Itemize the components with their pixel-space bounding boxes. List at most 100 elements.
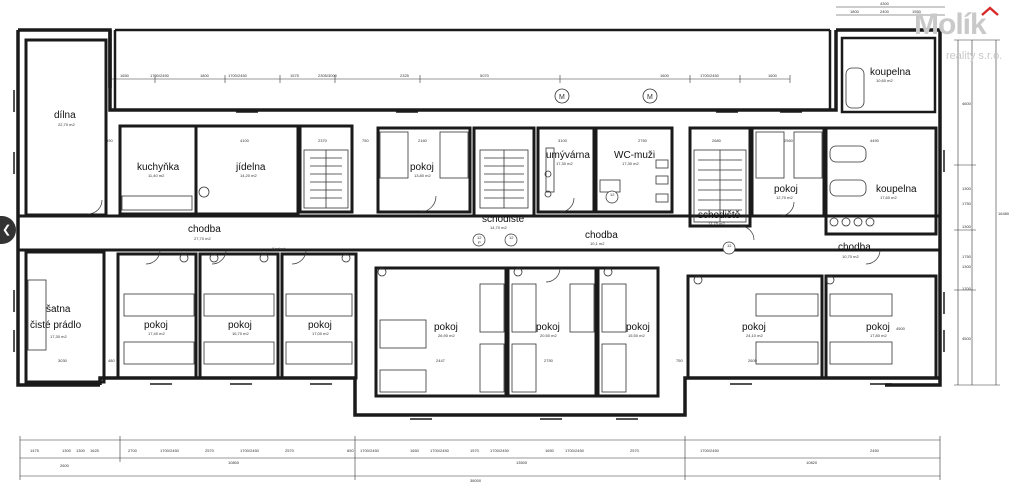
dim-bot1-9: 650 bbox=[347, 448, 354, 453]
dim-top-6: 2325 bbox=[400, 73, 410, 78]
dim-int-3: 3030 bbox=[58, 358, 68, 363]
room-pokoj-b4-label: pokoj bbox=[434, 322, 458, 333]
room-pokoj-b7-label: pokoj bbox=[742, 322, 766, 333]
dim-int-10: 4100 bbox=[240, 138, 250, 143]
room-wc-muzi-label: WC-muži bbox=[614, 150, 655, 161]
room-kuchynka-label: kuchyňka bbox=[137, 162, 180, 173]
room-pokoj-top2-label: pokoj bbox=[774, 184, 798, 195]
room-schodiste-1-label: schodiště bbox=[482, 214, 525, 225]
dim-bot1-12: 1700/2450 bbox=[430, 448, 450, 453]
door-marker-3: 12 bbox=[610, 192, 615, 197]
room-wc-muzi-area: 17,30 m2 bbox=[622, 161, 639, 166]
room-chodba-2-label: chodba bbox=[585, 230, 618, 241]
room-pokoj-b1-label: pokoj bbox=[144, 320, 168, 331]
dim-top-1: 1700/2450 bbox=[150, 73, 170, 78]
dimension-lines bbox=[20, 6, 997, 477]
dim-int-12: 750 bbox=[362, 138, 369, 143]
dim-bot1-3: 1625 bbox=[90, 448, 100, 453]
dim-right-3: 1300 bbox=[962, 224, 972, 229]
dim-top-4: 1575 bbox=[290, 73, 300, 78]
dim-right-5: 1300 bbox=[962, 264, 972, 269]
room-pokoj-b6-area: 15,50 m2 bbox=[628, 333, 645, 338]
top-bay bbox=[113, 28, 937, 114]
dim-top-0: 1650 bbox=[120, 73, 130, 78]
meter-label-1: M bbox=[559, 94, 565, 101]
dim-bot1-19: 2450 bbox=[870, 448, 880, 453]
dim-right-4: 1750 bbox=[962, 254, 972, 259]
room-pokoj-top1-area: 13,80 m2 bbox=[414, 173, 431, 178]
dim-bot1-7: 1700/2450 bbox=[240, 448, 260, 453]
dim-int-0: 2447 bbox=[436, 358, 446, 363]
room-chodba-1-label: chodba bbox=[188, 224, 221, 235]
dim-topright-3: 1550 bbox=[912, 9, 922, 14]
dim-right-0: 4600 bbox=[962, 101, 972, 106]
room-pokoj-b5-area: 20,50 m2 bbox=[540, 333, 557, 338]
room-satna-label: šatna bbox=[46, 304, 71, 315]
dim-int-1: 2750 bbox=[544, 358, 554, 363]
beds bbox=[27, 131, 893, 393]
dim-bot1-8: 2570 bbox=[285, 448, 295, 453]
dim-topright-1: 1800 bbox=[850, 9, 860, 14]
room-schodiste-2-area: 17,75 m2 bbox=[708, 221, 725, 226]
dim-bot1-2: 1300 bbox=[76, 448, 86, 453]
room-pokoj-top2-area: 12,70 m2 bbox=[776, 195, 793, 200]
dim-bot1-0: 1475 bbox=[30, 448, 40, 453]
door-marker-4: 12 bbox=[727, 243, 732, 248]
dim-bot1-17: 2570 bbox=[630, 448, 640, 453]
room-pokoj-b3-label: pokoj bbox=[308, 320, 332, 331]
company-logo: Molík reality s.r.o. bbox=[906, 6, 1018, 72]
dim-bot1-13: 1570 bbox=[470, 448, 480, 453]
dim-right-2: 1750 bbox=[962, 201, 972, 206]
door-swings bbox=[87, 195, 881, 283]
room-koupelna-1-area: 10,60 m2 bbox=[876, 78, 893, 83]
dim-int-14: 750 bbox=[676, 358, 683, 363]
room-pokoj-top1-label: pokoj bbox=[410, 162, 434, 173]
room-jidelna-label: jídelna bbox=[235, 162, 266, 173]
door-marker-sub-1: P bbox=[478, 240, 481, 245]
dim-bot1-14: 1700/2450 bbox=[490, 448, 510, 453]
dim-int-7: 2160 bbox=[418, 138, 428, 143]
room-schodiste-2-label: schodiště bbox=[698, 210, 741, 221]
dim-bot1-16: 1700/2450 bbox=[565, 448, 585, 453]
logo-name: Molík bbox=[914, 8, 987, 41]
door-marker-texts: 12 12 12 12 P bbox=[477, 192, 732, 248]
dim-top-10: 1600 bbox=[768, 73, 778, 78]
room-pokoj-b8-area: 17,80 m2 bbox=[870, 333, 887, 338]
room-pokoj-b1-area: 17,40 m2 bbox=[148, 331, 165, 336]
dim-int-9: 2370 bbox=[318, 138, 328, 143]
room-pokoj-b3-area: 17,00 m2 bbox=[312, 331, 329, 336]
room-chodba-3-area: 10,70 m2 bbox=[842, 254, 859, 259]
dim-top-9: 1700/2450 bbox=[700, 73, 720, 78]
dim-right-6: 1700 bbox=[962, 286, 972, 291]
dim-int-16: 4500 bbox=[896, 326, 906, 331]
room-satna-label2: čisté prádlo bbox=[30, 320, 82, 331]
dim-bot1-18: 1700/2450 bbox=[700, 448, 720, 453]
facade-windows bbox=[13, 90, 945, 420]
dim-top-8: 1600 bbox=[660, 73, 670, 78]
prev-image-button[interactable]: ❮ bbox=[0, 216, 16, 244]
room-koupelna-2-label: koupelna bbox=[876, 184, 917, 195]
dim-top-5: 2305/3000 bbox=[318, 73, 338, 78]
outer-walls bbox=[16, 28, 942, 417]
room-pokoj-b2-area: 16,70 m2 bbox=[232, 331, 249, 336]
room-labels: dílna 22,70 m2 kuchyňka 11,40 m2 jídelna… bbox=[30, 67, 917, 339]
dim-int-4: 3100 bbox=[558, 138, 568, 143]
dim-bot1-11: 1650 bbox=[410, 448, 420, 453]
dim-bot2-1: 10800 bbox=[228, 460, 240, 465]
dim-int-5: 2750 bbox=[638, 138, 648, 143]
door-markers bbox=[472, 190, 736, 255]
dim-right-7: 4500 bbox=[962, 336, 972, 341]
dim-bot1-15: 1650 bbox=[545, 448, 555, 453]
room-pokoj-b5-label: pokoj bbox=[536, 322, 560, 333]
dim-int-15: 590 bbox=[106, 138, 113, 143]
dim-bot1-6: 2570 bbox=[205, 448, 215, 453]
room-dilna-label: dílna bbox=[54, 110, 76, 121]
dim-int-13: 480 bbox=[108, 358, 115, 363]
bath-fixtures bbox=[121, 67, 875, 285]
dim-topright-2: 2400 bbox=[880, 9, 890, 14]
room-kuchynka-area: 11,40 m2 bbox=[148, 173, 165, 178]
room-umyvarna-area: 17,30 m2 bbox=[556, 161, 573, 166]
room-satna-area: 17,30 m2 bbox=[50, 334, 67, 339]
dim-int-6: 2680 bbox=[712, 138, 722, 143]
